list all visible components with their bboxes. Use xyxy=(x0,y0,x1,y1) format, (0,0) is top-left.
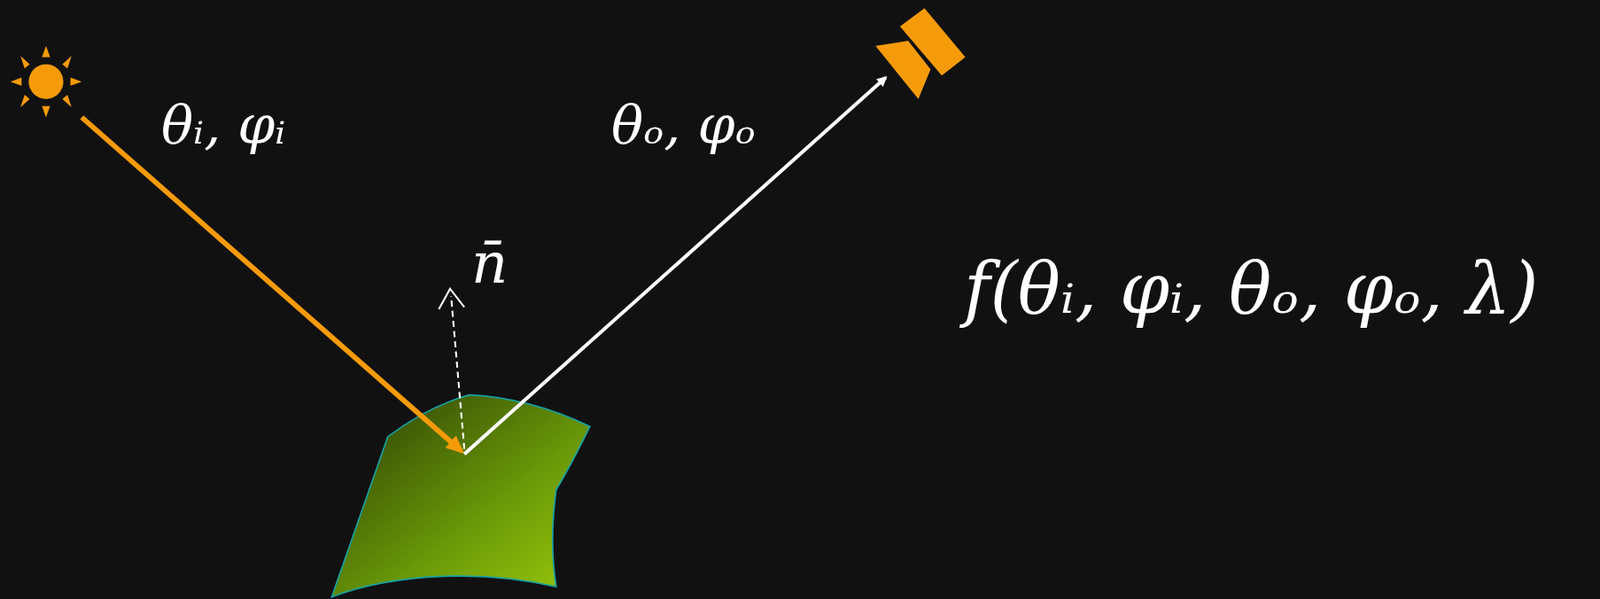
incident-angle-label: θᵢ, φᵢ xyxy=(161,95,286,155)
brdf-formula: f(θᵢ, φᵢ, θₒ, φₒ, λ) xyxy=(963,249,1538,328)
camera-sensor xyxy=(875,7,965,99)
light-source xyxy=(10,46,83,118)
outgoing-angle-label: θₒ, φₒ xyxy=(611,95,756,155)
normal-label: n̄ xyxy=(471,232,508,295)
surface-patch xyxy=(331,395,590,598)
reflected-ray xyxy=(464,77,886,455)
incident-ray xyxy=(81,116,461,451)
normal-arrowhead xyxy=(438,288,465,310)
surface-normal xyxy=(450,295,465,450)
